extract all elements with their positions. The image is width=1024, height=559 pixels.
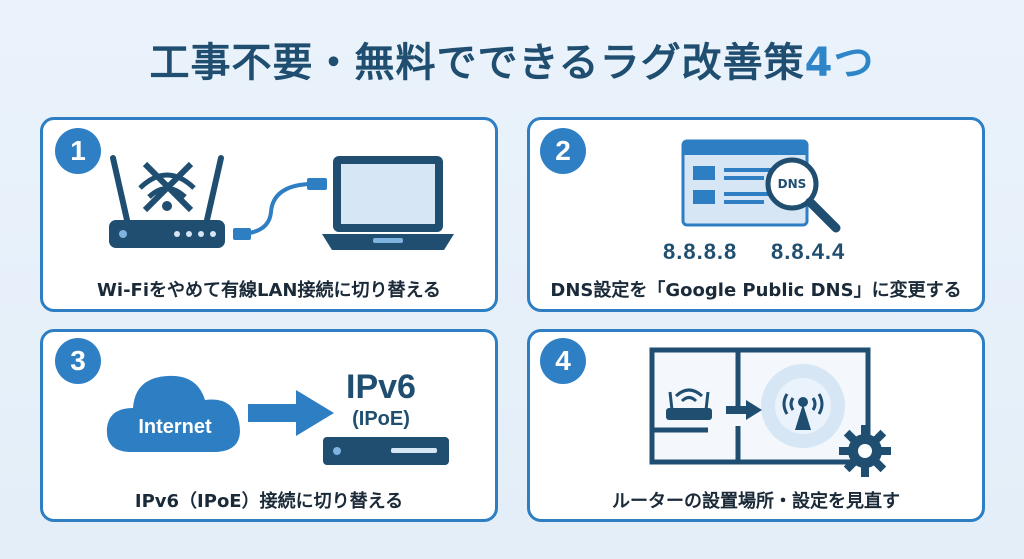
card-wired-lan: 1 Wi-Fiをやめて有線LAN接続に切り替える	[40, 117, 498, 312]
step-badge-3: 3	[55, 338, 101, 384]
ipoe-label: (IPoE)	[352, 408, 410, 430]
browser-window-icon	[681, 139, 809, 227]
laptop-icon	[322, 156, 454, 250]
step-badge-1: 1	[55, 128, 101, 174]
cloud-label: Internet	[138, 416, 212, 438]
router-small-icon	[666, 388, 712, 420]
card-4-caption: ルーターの設置場所・設定を見直す	[612, 491, 900, 512]
card-3-caption: IPv6（IPoE）接続に切り替える	[134, 491, 404, 512]
ipv6-label: IPv6	[346, 368, 416, 406]
card-1-caption: Wi-Fiをやめて有線LAN接続に切り替える	[97, 280, 441, 301]
arrow-right-icon	[248, 390, 334, 436]
signal-tower-icon	[782, 393, 824, 430]
gear-icon	[839, 425, 891, 477]
dns-secondary: 8.8.4.4	[771, 239, 846, 264]
dns-primary: 8.8.8.8	[663, 239, 738, 264]
move-arrow-icon	[726, 400, 762, 420]
card-dns: 2 DNS 8.8.8.8 8.8.4.4 DNS設定を「Google Publ…	[527, 117, 985, 312]
card-ipv6: 3 Internet IPv6 (IPoE) IPv6（IPoE）接続に切り替え…	[40, 329, 498, 522]
router-no-wifi-icon	[109, 155, 225, 248]
title-number: 4つ	[804, 40, 875, 86]
lan-cable-icon	[233, 178, 327, 240]
card-2-caption: DNS設定を「Google Public DNS」に変更する	[550, 280, 962, 301]
title-main: 工事不要・無料でできるラグ改善策	[149, 40, 805, 86]
cloud-icon	[106, 375, 240, 452]
page-title: 工事不要・無料でできるラグ改善策4つ	[0, 30, 1024, 88]
magnifier-icon	[765, 157, 841, 233]
step-badge-2: 2	[540, 128, 586, 174]
card-router-placement: 4	[527, 329, 985, 522]
dns-label: DNS	[777, 177, 807, 191]
step-badge-4: 4	[540, 338, 586, 384]
onu-device-icon	[323, 437, 449, 465]
